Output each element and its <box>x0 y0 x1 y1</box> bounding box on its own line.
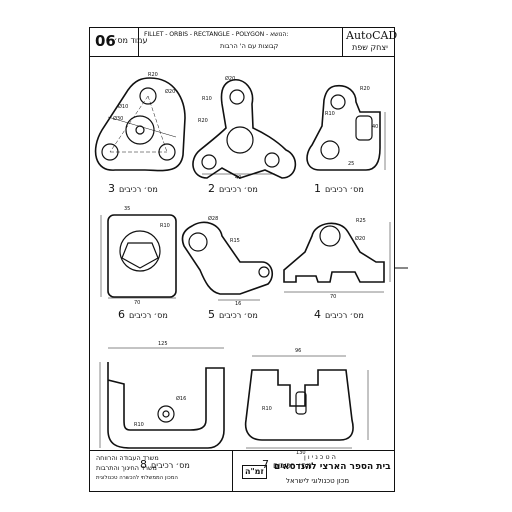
dim-label: 125 <box>158 341 168 347</box>
dim-label: Ø20 <box>165 88 175 95</box>
figure-3-caption: 3 מס׳ רכיבים <box>108 182 158 195</box>
dim-label: Ø20 <box>225 75 235 82</box>
figure-number: 8 <box>140 458 147 471</box>
figure-caption-text: מס׳ רכיבים <box>219 311 258 320</box>
figure-1-caption: 1 מס׳ רכיבים <box>314 182 364 195</box>
figure-number: 5 <box>208 308 215 321</box>
author-name: יצחק שפת <box>352 43 388 52</box>
title-block-header: 06 עמוד מס׳ FILLET - ORBIS - RECTANGLE -… <box>90 28 398 57</box>
dim-label: R15 <box>230 238 240 244</box>
figure-number: 3 <box>108 182 115 195</box>
dim-label: R20 <box>360 86 370 92</box>
drawing-sheet: 06 עמוד מס׳ FILLET - ORBIS - RECTANGLE -… <box>89 27 398 492</box>
dim-label: 70 <box>134 300 140 306</box>
figure-2-drawing: Ø20 R10 R20 40 <box>192 75 297 181</box>
dim-label: 35 <box>124 206 130 212</box>
figure-7-drawing: 96 R10 130 <box>244 348 369 456</box>
software-name: AutoCAD <box>346 29 398 42</box>
dim-label: R20 <box>198 118 208 124</box>
dim-label: R10 <box>325 111 335 117</box>
sheet-number-label: עמוד מס׳ <box>114 36 148 45</box>
dim-label: Ø16 <box>176 395 186 402</box>
dim-label: 16 <box>235 301 241 307</box>
ministry-line-2: משרד החינוך והתרבות <box>96 464 157 472</box>
dim-label: Ø10 <box>118 103 128 110</box>
figure-number: 7 <box>262 458 269 471</box>
dim-label: R10 <box>262 406 272 412</box>
dim-label: Ø30 <box>113 115 123 122</box>
school-logo: זמ"ה <box>242 465 267 479</box>
figure-caption-text: מס׳ רכיבים <box>119 185 158 194</box>
school-subtitle: מכון טכנולוגי לישראל <box>286 477 350 485</box>
school-title: בית הספר הארצי להנדסאים <box>274 462 391 472</box>
title-block-footer: משרד העבודה והרווחה משרד החינוך והתרבות … <box>90 450 394 491</box>
figure-6-caption: 6 מס׳ רכיבים <box>118 308 168 321</box>
dim-label: R20 <box>148 72 158 78</box>
figure-caption-text: מס׳ רכיבים <box>325 185 364 194</box>
figure-6-drawing: 35 R10 70 <box>100 206 177 306</box>
figure-3-drawing: R20 Ø20 Ø30 Ø10 <box>94 72 186 172</box>
figure-7-caption: 7 מס׳ רכיבים <box>262 458 312 471</box>
topic-subtitle: קבוצות עם ה' הרבות <box>220 42 279 50</box>
dim-label: 40 <box>372 124 378 130</box>
dim-label: 25 <box>348 161 354 167</box>
dim-label: R10 <box>134 422 144 428</box>
ministry-line-3: המכון הממשלתי להכשרה טכנולוגית <box>96 475 178 481</box>
sheet-number: 06 <box>95 32 116 50</box>
dim-label: 130 <box>296 450 306 456</box>
dim-label: Ø28 <box>208 215 218 222</box>
figure-4-drawing: R25 Ø20 70 <box>283 218 391 300</box>
dim-label: R10 <box>202 96 212 102</box>
dim-label: 96 <box>295 348 301 354</box>
figure-caption-text: מס׳ רכיבים <box>273 461 312 470</box>
figure-caption-text: מס׳ רכיבים <box>151 461 190 470</box>
figure-8-drawing: 125 Ø16 R10 <box>99 341 225 449</box>
dim-label: R25 <box>356 218 366 224</box>
figure-caption-text: מס׳ רכיבים <box>325 311 364 320</box>
figure-2-caption: 2 מס׳ רכיבים <box>208 182 258 195</box>
dim-label: 70 <box>330 294 336 300</box>
figure-8-caption: 8 מס׳ רכיבים <box>140 458 190 471</box>
figure-caption-text: מס׳ רכיבים <box>129 311 168 320</box>
dim-label: 40 <box>235 175 241 181</box>
topic-line: FILLET - ORBIS - RECTANGLE - POLYGON - ה… <box>144 31 289 38</box>
figure-4-caption: 4 מס׳ רכיבים <box>314 308 364 321</box>
figure-caption-text: מס׳ רכיבים <box>219 185 258 194</box>
dim-label: R10 <box>160 223 170 229</box>
figure-number: 1 <box>314 182 321 195</box>
figure-5-drawing: Ø28 R15 16 <box>181 215 274 307</box>
figure-5-caption: 5 מס׳ רכיבים <box>208 308 258 321</box>
figure-number: 2 <box>208 182 215 195</box>
figure-1-drawing: R20 R10 40 25 <box>306 84 386 171</box>
ministry-line-1: משרד העבודה והרווחה <box>96 454 159 462</box>
technion-letters: ה ט כ נ י ו ן <box>304 453 336 461</box>
figure-number: 6 <box>118 308 125 321</box>
figure-number: 4 <box>314 308 321 321</box>
dim-label: Ø20 <box>355 235 365 242</box>
